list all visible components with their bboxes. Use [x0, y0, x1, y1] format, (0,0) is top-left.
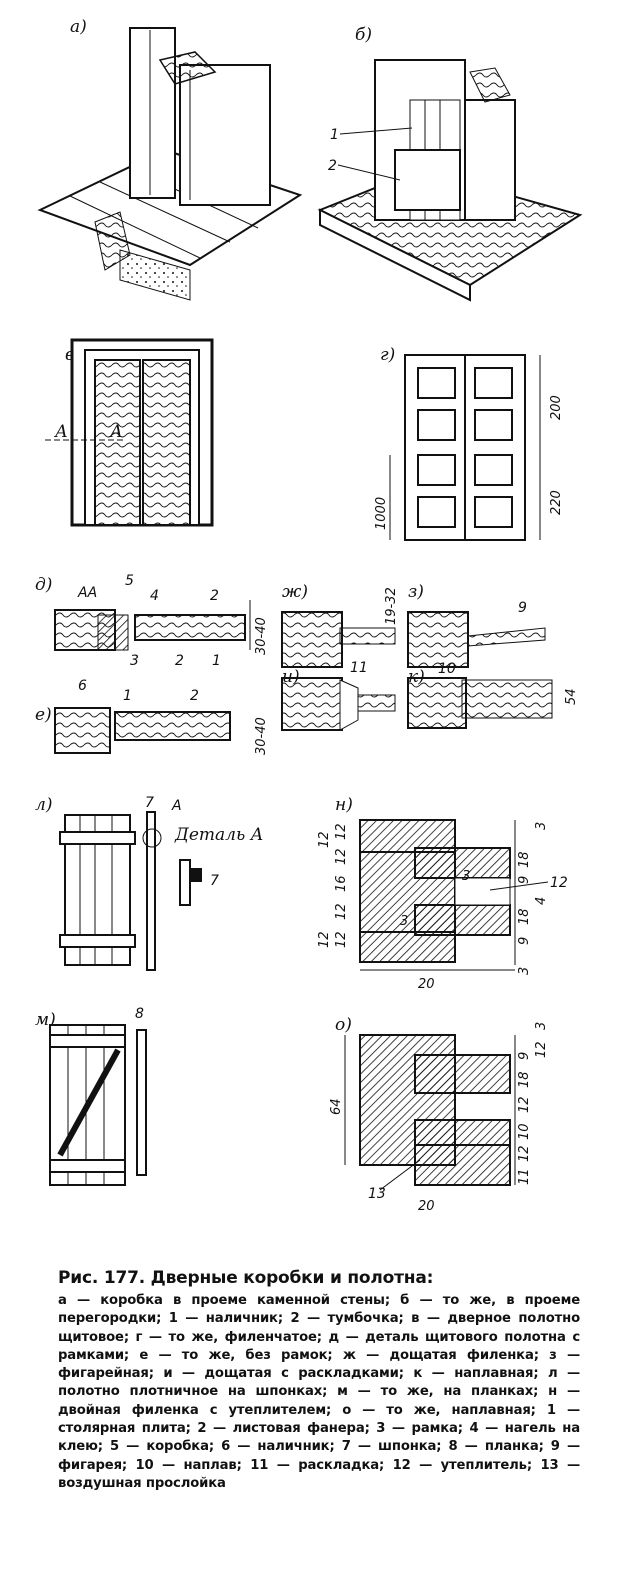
dim-o-right-5: 12 [517, 1145, 532, 1162]
dim-n-right-2: 18 [517, 851, 532, 868]
detail-mark-a: А [171, 798, 182, 814]
callout-detail-7: 7 [210, 873, 219, 889]
dim-n-left-1: 12 [334, 823, 349, 840]
dim-o-left: 64 [329, 1098, 344, 1115]
callout-d-5: 5 [125, 573, 134, 589]
dim-e-thick: 30-40 [254, 717, 269, 755]
panel-n: н) 12 12 16 12 12 12 12 3 18 9 4 18 9 3 … [317, 795, 568, 992]
dim-n-right-1: 3 [534, 822, 549, 830]
section-mark-left: А [54, 422, 68, 442]
panel-m: м) 8 [35, 1006, 147, 1186]
dim-o-right-3: 12 [517, 1096, 532, 1113]
dim-o-top-2: 12 [534, 1041, 549, 1058]
dim-n-inner-a: 3 [462, 869, 470, 884]
panel-label-l: л) [35, 795, 52, 815]
panel-g: г) 200 220 1000 [374, 345, 564, 541]
dim-o-right-2: 18 [517, 1071, 532, 1088]
panel-a: а) [37, 17, 303, 301]
callout-d-2b: 2 [175, 653, 184, 669]
dim-n-left-6: 12 [317, 831, 332, 848]
dim-g-mid: 220 [549, 490, 564, 515]
panel-label-zh: ж) [282, 582, 308, 602]
dim-n-left-7: 12 [317, 931, 332, 948]
panel-v: в) А А [45, 338, 214, 527]
dim-n-left-4: 12 [334, 903, 349, 920]
figure-caption: Рис. 177. Дверные коробки и полотна: а —… [58, 1268, 580, 1493]
panel-z: з) 9 [407, 582, 546, 668]
dim-g-left: 1000 [374, 497, 389, 530]
dim-k-thick: 54 [564, 688, 579, 705]
panel-e: е) 1 2 30-40 [35, 688, 269, 755]
dim-d-thick: 30-40 [254, 617, 269, 655]
callout-o-13: 13 [368, 1186, 386, 1202]
panel-label-o: о) [335, 1015, 352, 1035]
callout-n-12: 12 [550, 875, 568, 891]
panel-k: к) 10 54 [407, 661, 579, 729]
dim-o-right-1: 9 [517, 1052, 532, 1060]
callout-i-11: 11 [350, 660, 368, 676]
panel-zh: ж) 19-32 [281, 582, 399, 668]
dim-n-bottom: 20 [418, 977, 435, 992]
callout-z-9: 9 [518, 600, 527, 616]
callout-d-4: 4 [150, 588, 159, 604]
dim-n-left-3: 16 [334, 875, 349, 892]
dim-o-top-1: 3 [534, 1022, 549, 1030]
dim-zh-thick: 19-32 [384, 587, 399, 625]
panel-o: о) 64 3 12 9 18 12 10 12 11 20 13 [329, 1015, 549, 1214]
dim-n-left-2: 12 [334, 848, 349, 865]
dim-n-right-4: 4 [534, 897, 549, 905]
callout-k-10: 10 [438, 661, 456, 677]
dim-n-right-5: 18 [517, 908, 532, 925]
dim-n-right-3: 9 [517, 876, 532, 884]
callout-b-1: 1 [330, 127, 339, 143]
caption-body: а — коробка в проеме каменной стены; б —… [58, 1293, 580, 1491]
dim-g-top: 200 [549, 395, 564, 420]
section-mark-aa: АА [77, 585, 97, 601]
callout-l-7: 7 [145, 795, 154, 811]
panel-i: и) 11 [281, 660, 396, 731]
callout-d-3: 3 [130, 653, 139, 669]
dim-o-bottom: 20 [418, 1199, 435, 1214]
callout-e-2: 2 [190, 688, 199, 704]
panel-label-e: е) [35, 705, 52, 725]
panel-label-z: з) [408, 582, 424, 602]
section-mark-right: А [109, 422, 123, 442]
panel-label-b: б) [355, 25, 372, 45]
panel-label-a: а) [70, 17, 87, 37]
callout-d-2a: 2 [210, 588, 219, 604]
dim-n-right-6: 9 [517, 937, 532, 945]
callout-m-8: 8 [135, 1006, 144, 1022]
dim-o-right-4: 10 [517, 1123, 532, 1140]
panel-label-d: д) [35, 575, 52, 595]
callout-d-1: 1 [212, 653, 221, 669]
callout-b-2: 2 [328, 158, 337, 174]
panel-label-n: н) [335, 795, 353, 815]
panel-l: л) 7 А Деталь А 7 [35, 795, 264, 971]
dim-n-right-7: 3 [517, 967, 532, 975]
figure-drawings: а) б) 1 2 в) А А [35, 17, 583, 1214]
dim-n-inner-b: 3 [400, 914, 408, 929]
dim-o-right-6: 11 [517, 1168, 532, 1185]
panel-d: д) АА 5 4 2 3 2 1 6 30-40 [35, 573, 269, 694]
panel-b: б) 1 2 [317, 25, 583, 302]
callout-d-6: 6 [78, 678, 87, 694]
callout-e-1: 1 [123, 688, 132, 704]
detail-a-title: Деталь А [174, 825, 264, 845]
caption-title: Рис. 177. Дверные коробки и полотна: [58, 1268, 434, 1288]
dim-n-left-5: 12 [334, 931, 349, 948]
panel-label-g: г) [380, 345, 395, 365]
